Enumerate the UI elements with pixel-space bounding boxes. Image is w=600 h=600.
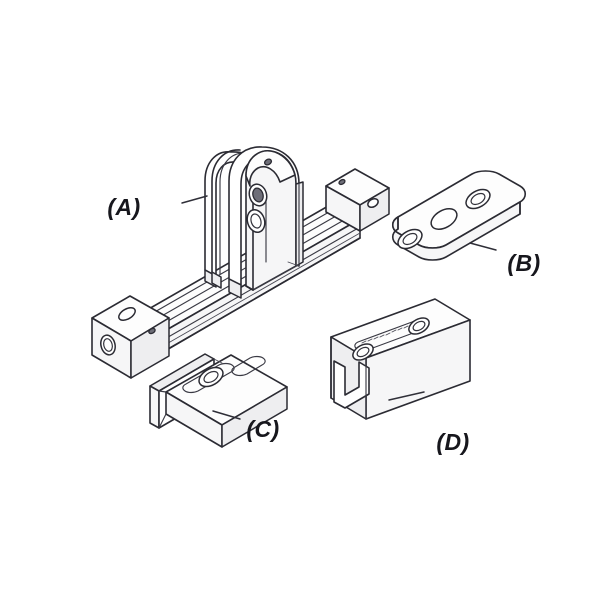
callout-label-d: (D) — [436, 429, 469, 455]
part-b-hole-right — [465, 188, 491, 210]
leader-line-c — [212, 410, 241, 420]
part-d-hole-left — [352, 343, 374, 361]
part-d-u-channel — [330, 298, 471, 420]
part-d-hole-right — [408, 317, 430, 335]
part-b-hole-center — [430, 208, 458, 230]
part-a-hole-upper — [248, 183, 268, 207]
part-c-spacer-block — [149, 353, 288, 448]
callout-label-b: (B) — [507, 250, 540, 276]
part-b-flat-plate — [391, 170, 527, 261]
leader-line-a — [181, 195, 208, 204]
leader-line-b — [469, 242, 497, 251]
callout-label-a: (A) — [107, 194, 140, 220]
callout-label-c: (C) — [246, 416, 279, 442]
part-b-hole-left — [397, 228, 423, 250]
leader-line-d — [388, 391, 425, 401]
rail-right-end-block — [325, 168, 390, 232]
rail-left-end-block — [91, 295, 170, 379]
part-a-arched-bracket — [204, 146, 304, 299]
part-a-hole-lower — [246, 208, 266, 234]
